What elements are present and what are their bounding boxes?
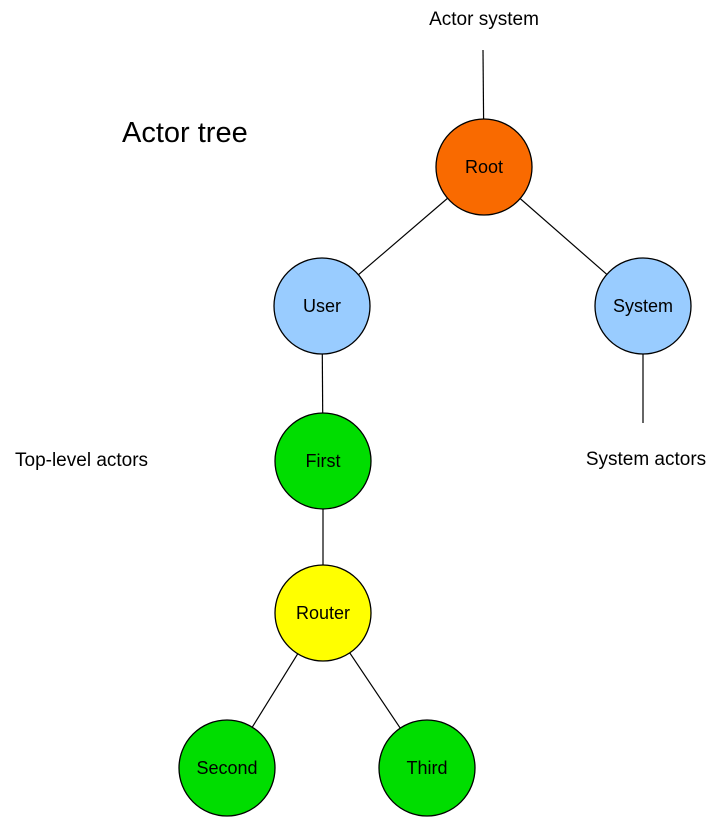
node-first: First <box>274 412 372 510</box>
node-user-circle <box>273 257 371 355</box>
node-system: System <box>594 257 692 355</box>
node-router-label: Router <box>296 603 350 623</box>
system-actors-label: System actors <box>586 449 706 470</box>
node-root-label: Root <box>465 157 503 177</box>
node-system-label: System <box>613 296 673 316</box>
node-second-circle <box>178 719 276 817</box>
node-first-label: First <box>306 451 341 471</box>
node-third-circle <box>378 719 476 817</box>
node-root: Root <box>435 118 533 216</box>
actor-system-label: Actor system <box>429 9 539 30</box>
node-third: Third <box>378 719 476 817</box>
nodes: Root User System First Router Second <box>178 118 692 817</box>
node-second: Second <box>178 719 276 817</box>
node-third-label: Third <box>406 758 447 778</box>
node-system-circle <box>594 257 692 355</box>
node-router-circle <box>274 564 372 662</box>
diagram-title: Actor tree <box>122 117 248 149</box>
node-first-circle <box>274 412 372 510</box>
top-level-actors-label: Top-level actors <box>15 450 148 471</box>
node-user: User <box>273 257 371 355</box>
node-router: Router <box>274 564 372 662</box>
edges <box>226 49 644 769</box>
node-root-circle <box>435 118 533 216</box>
node-user-label: User <box>303 296 341 316</box>
node-second-label: Second <box>196 758 257 778</box>
